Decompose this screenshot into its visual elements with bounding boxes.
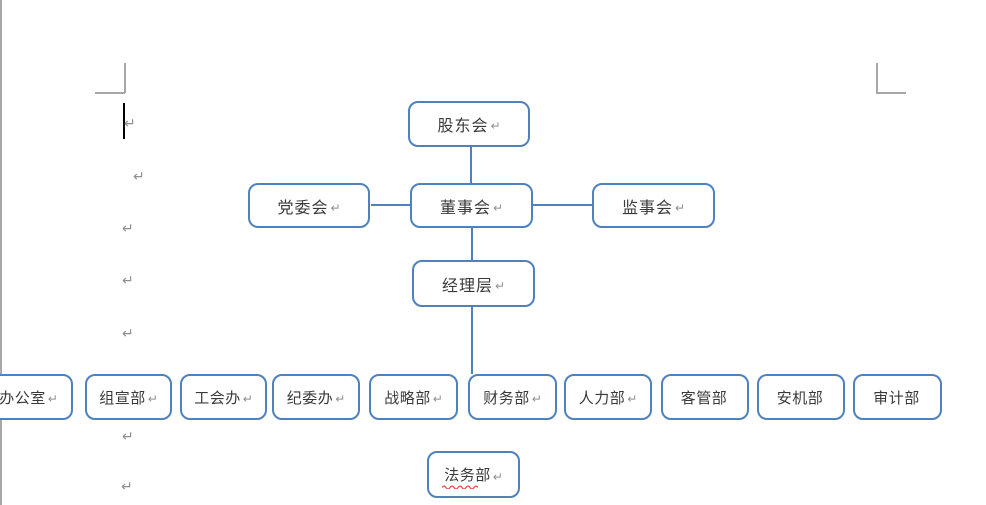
- spellcheck-underline-icon: [442, 485, 478, 489]
- connector-shareholders-board[interactable]: [470, 147, 472, 183]
- org-node-finance-dept[interactable]: 财务部↵: [468, 374, 557, 420]
- org-node-label: 党委会: [277, 197, 329, 217]
- text-boundary-top-right-horizontal: [876, 92, 906, 94]
- org-node-org-publicity[interactable]: 组宣部↵: [85, 374, 172, 420]
- org-node-label: 财务部: [483, 388, 530, 407]
- text-cursor: [123, 103, 125, 139]
- text-boundary-top-right-vertical: [876, 63, 878, 93]
- paragraph-mark: ↵: [122, 221, 134, 237]
- paragraph-mark: ↵: [121, 479, 133, 495]
- paragraph-mark: ↵: [531, 392, 542, 406]
- org-node-discipline-office[interactable]: 纪委办↵: [272, 374, 360, 420]
- connector-board-management[interactable]: [471, 228, 473, 260]
- org-node-management[interactable]: 经理层↵: [412, 260, 535, 307]
- org-node-label: 安机部: [776, 388, 824, 407]
- org-node-label: 组宣部: [99, 388, 146, 407]
- org-node-customer-mgmt-dept[interactable]: 客管部: [661, 374, 749, 420]
- paragraph-mark: ↵: [242, 392, 253, 406]
- org-node-union-office[interactable]: 工会办↵: [180, 374, 267, 420]
- paragraph-mark: ↵: [627, 392, 638, 406]
- paragraph-mark: ↵: [122, 273, 134, 289]
- org-node-label: 纪委办: [286, 388, 334, 407]
- org-node-legal-dept[interactable]: 法务部↵: [427, 451, 520, 498]
- org-node-strategy-dept[interactable]: 战略部↵: [369, 374, 458, 420]
- org-node-supervisory[interactable]: 监事会↵: [592, 183, 715, 228]
- connector-board-supervisory[interactable]: [533, 204, 592, 206]
- org-node-party-committee[interactable]: 党委会↵: [248, 183, 370, 228]
- org-node-shareholders[interactable]: 股东会↵: [408, 101, 530, 147]
- org-node-label: 法务部: [444, 466, 491, 484]
- paragraph-mark: ↵: [490, 119, 501, 133]
- paragraph-mark: ↵: [492, 469, 503, 484]
- paragraph-mark: ↵: [47, 392, 58, 406]
- connector-management-departments[interactable]: [471, 307, 473, 374]
- paragraph-mark: ↵: [122, 429, 134, 445]
- paragraph-mark: ↵: [674, 200, 686, 215]
- paragraph-mark: ↵: [335, 392, 346, 406]
- org-node-label: 审计部: [873, 388, 920, 407]
- paragraph-mark: ↵: [124, 116, 136, 132]
- text-boundary-top-left-horizontal: [95, 92, 125, 94]
- org-node-label: 战略部: [384, 388, 431, 407]
- paragraph-mark: ↵: [432, 392, 443, 406]
- org-node-label: 客管部: [680, 388, 728, 407]
- org-node-label: 股东会: [437, 116, 489, 135]
- org-node-label: 人力部: [578, 388, 626, 407]
- window-left-edge: [0, 0, 2, 505]
- paragraph-mark: ↵: [492, 200, 504, 215]
- paragraph-mark: ↵: [330, 200, 341, 215]
- org-node-general-office[interactable]: 办公室↵: [0, 374, 73, 420]
- org-node-label: 监事会: [621, 197, 673, 217]
- org-node-label: 经理层: [441, 275, 493, 295]
- org-node-label: 工会办: [194, 388, 241, 407]
- paragraph-mark: ↵: [147, 392, 158, 406]
- connector-party-board[interactable]: [371, 204, 410, 206]
- org-node-board[interactable]: 董事会↵: [410, 183, 533, 228]
- org-node-audit-dept[interactable]: 审计部: [853, 374, 942, 420]
- org-node-safety-dept[interactable]: 安机部: [757, 374, 845, 420]
- paragraph-mark: ↵: [133, 169, 145, 185]
- paragraph-mark: ↵: [494, 278, 506, 293]
- text-boundary-top-left-vertical: [124, 63, 126, 93]
- org-node-label: 办公室: [0, 388, 46, 407]
- paragraph-mark: ↵: [122, 326, 134, 342]
- org-node-hr-dept[interactable]: 人力部↵: [564, 374, 652, 420]
- org-node-label: 董事会: [439, 197, 491, 217]
